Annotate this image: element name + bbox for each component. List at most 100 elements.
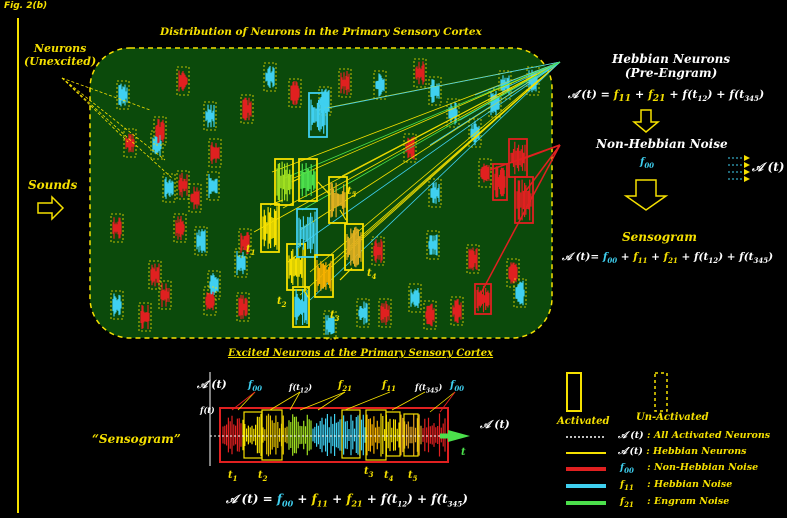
trace-label-at: 𝒜 (t) <box>197 378 227 391</box>
unexcited-neuron <box>263 62 277 92</box>
bottom-equation: 𝒜 (t) = f00 + f11 + f21 + f(t12) + f(t34… <box>226 492 468 509</box>
unexcited-neuron <box>428 178 442 208</box>
trace-pointer <box>439 391 456 413</box>
trace-label-ft: f(t) <box>200 405 215 415</box>
engram-arrow <box>303 289 311 301</box>
activated-neuron <box>344 223 364 271</box>
trace-arrow <box>448 430 470 442</box>
label-pointer <box>61 77 151 111</box>
hebbian-link <box>429 61 561 146</box>
trace-segment <box>350 414 366 456</box>
activated-neuron <box>328 176 348 224</box>
legend-symbols <box>566 372 668 505</box>
legend-row-hebbian-noise: f11 : Hebbian Noise <box>620 479 733 492</box>
unexcited-neuron <box>478 158 492 188</box>
hebbian-link <box>284 61 561 179</box>
trace-pointer <box>231 391 256 411</box>
trace-label-f00a: f00 <box>248 380 263 393</box>
unexcited-neuron <box>206 171 220 201</box>
unexcited-neuron <box>203 286 217 316</box>
unexcited-neuron <box>408 283 422 313</box>
trace-box <box>341 409 361 459</box>
unexcited-neuron <box>356 298 370 328</box>
unexcited-neuron <box>423 300 437 330</box>
unexcited-neuron <box>162 173 176 203</box>
left-divider <box>17 18 19 513</box>
down-arrow-1 <box>631 109 661 133</box>
activated-neuron <box>260 203 280 253</box>
engram-arrow <box>269 199 284 206</box>
bottom-time-t3: t3 <box>364 466 374 479</box>
trace-segment <box>288 414 312 456</box>
unexcited-neuron <box>238 228 252 258</box>
unexcited-neuron <box>153 116 167 146</box>
label-pointer <box>61 77 166 161</box>
legend-row-nonhebbian: f00 : Non-Hebbian Noise <box>620 462 759 475</box>
connection-lines <box>61 61 561 301</box>
unexcited-neuron <box>188 183 202 213</box>
bottom-time-t5: t5 <box>408 470 418 483</box>
unexcited-neuron <box>110 290 124 320</box>
sounds-label: Sounds <box>28 178 78 192</box>
activated-neuron <box>474 283 492 315</box>
trace-label-at-right: 𝒜 (t) <box>480 418 510 431</box>
hebbian-link <box>253 61 561 233</box>
activated-neuron <box>308 92 328 138</box>
trace-pointer <box>317 391 346 411</box>
trace-box <box>261 409 283 461</box>
unexcited-neuron <box>173 213 187 243</box>
trace-pointer <box>429 391 456 413</box>
activated-neuron <box>298 158 318 202</box>
unexcited-neuron <box>138 302 152 332</box>
bottom-time-t2: t2 <box>258 470 268 483</box>
trace-pointer <box>289 391 301 411</box>
legend-row-hebbian: 𝒜′(t) : Hebbian Neurons <box>618 446 747 457</box>
unexcited-neuron <box>240 94 254 124</box>
trace-box <box>385 411 401 457</box>
legend-row-engram: f21 : Engram Noise <box>620 496 730 509</box>
unexcited-neuron <box>466 244 480 274</box>
at-side-label: 𝒜 (t) <box>752 160 785 174</box>
activated-engram-neurons <box>260 92 534 328</box>
unexcited-neuron <box>203 101 217 131</box>
engram-arrow <box>339 209 347 221</box>
trace-label-ft345: f(t345) <box>415 382 443 395</box>
activated-neuron <box>314 254 334 298</box>
unexcited-neuron <box>176 170 190 200</box>
trace-label-t-axis: t <box>461 447 466 458</box>
unexcited-neuron <box>413 58 427 88</box>
unexcited-neuron <box>148 260 162 290</box>
time-label-t1: t1 <box>246 244 256 257</box>
trace-label-f00b: f00 <box>450 380 465 393</box>
unexcited-neuron <box>373 70 387 100</box>
trace-label-f11: f11 <box>382 380 397 393</box>
hebbian-link <box>317 61 561 111</box>
hebbian-link <box>293 61 561 179</box>
label-pointer <box>61 77 129 143</box>
trace-pointer <box>299 391 346 411</box>
bottom-title: Excited Neurons at the Primary Sensory C… <box>228 348 494 359</box>
unexcited-neuron <box>116 80 130 110</box>
trace-pointer <box>237 391 256 411</box>
hebbian-link <box>341 61 561 177</box>
time-label-t4: t4 <box>367 268 377 281</box>
hebbian-title: Hebbian Neurons (Pre-Engram) <box>612 52 731 80</box>
engram-arrow <box>317 181 331 196</box>
activated-neuron <box>514 176 534 224</box>
small-arrows <box>728 157 744 180</box>
engram-arrow <box>339 267 353 281</box>
engram-arrow <box>287 255 297 263</box>
unexcited-neuron <box>288 78 302 108</box>
unexcited-neurons <box>110 58 540 340</box>
hebbian-link <box>299 61 561 296</box>
sensogram-quote: “Sensogram” <box>92 432 181 446</box>
trace-pointer <box>344 391 391 411</box>
legend-unactivated: Un-Activated <box>636 412 709 423</box>
trace-segment <box>312 414 350 456</box>
trace-label-f21: f21 <box>338 380 353 393</box>
bottom-time-t1: t1 <box>228 470 238 483</box>
trace-segment <box>366 414 380 456</box>
sensogram-title: Sensogram <box>622 230 697 244</box>
